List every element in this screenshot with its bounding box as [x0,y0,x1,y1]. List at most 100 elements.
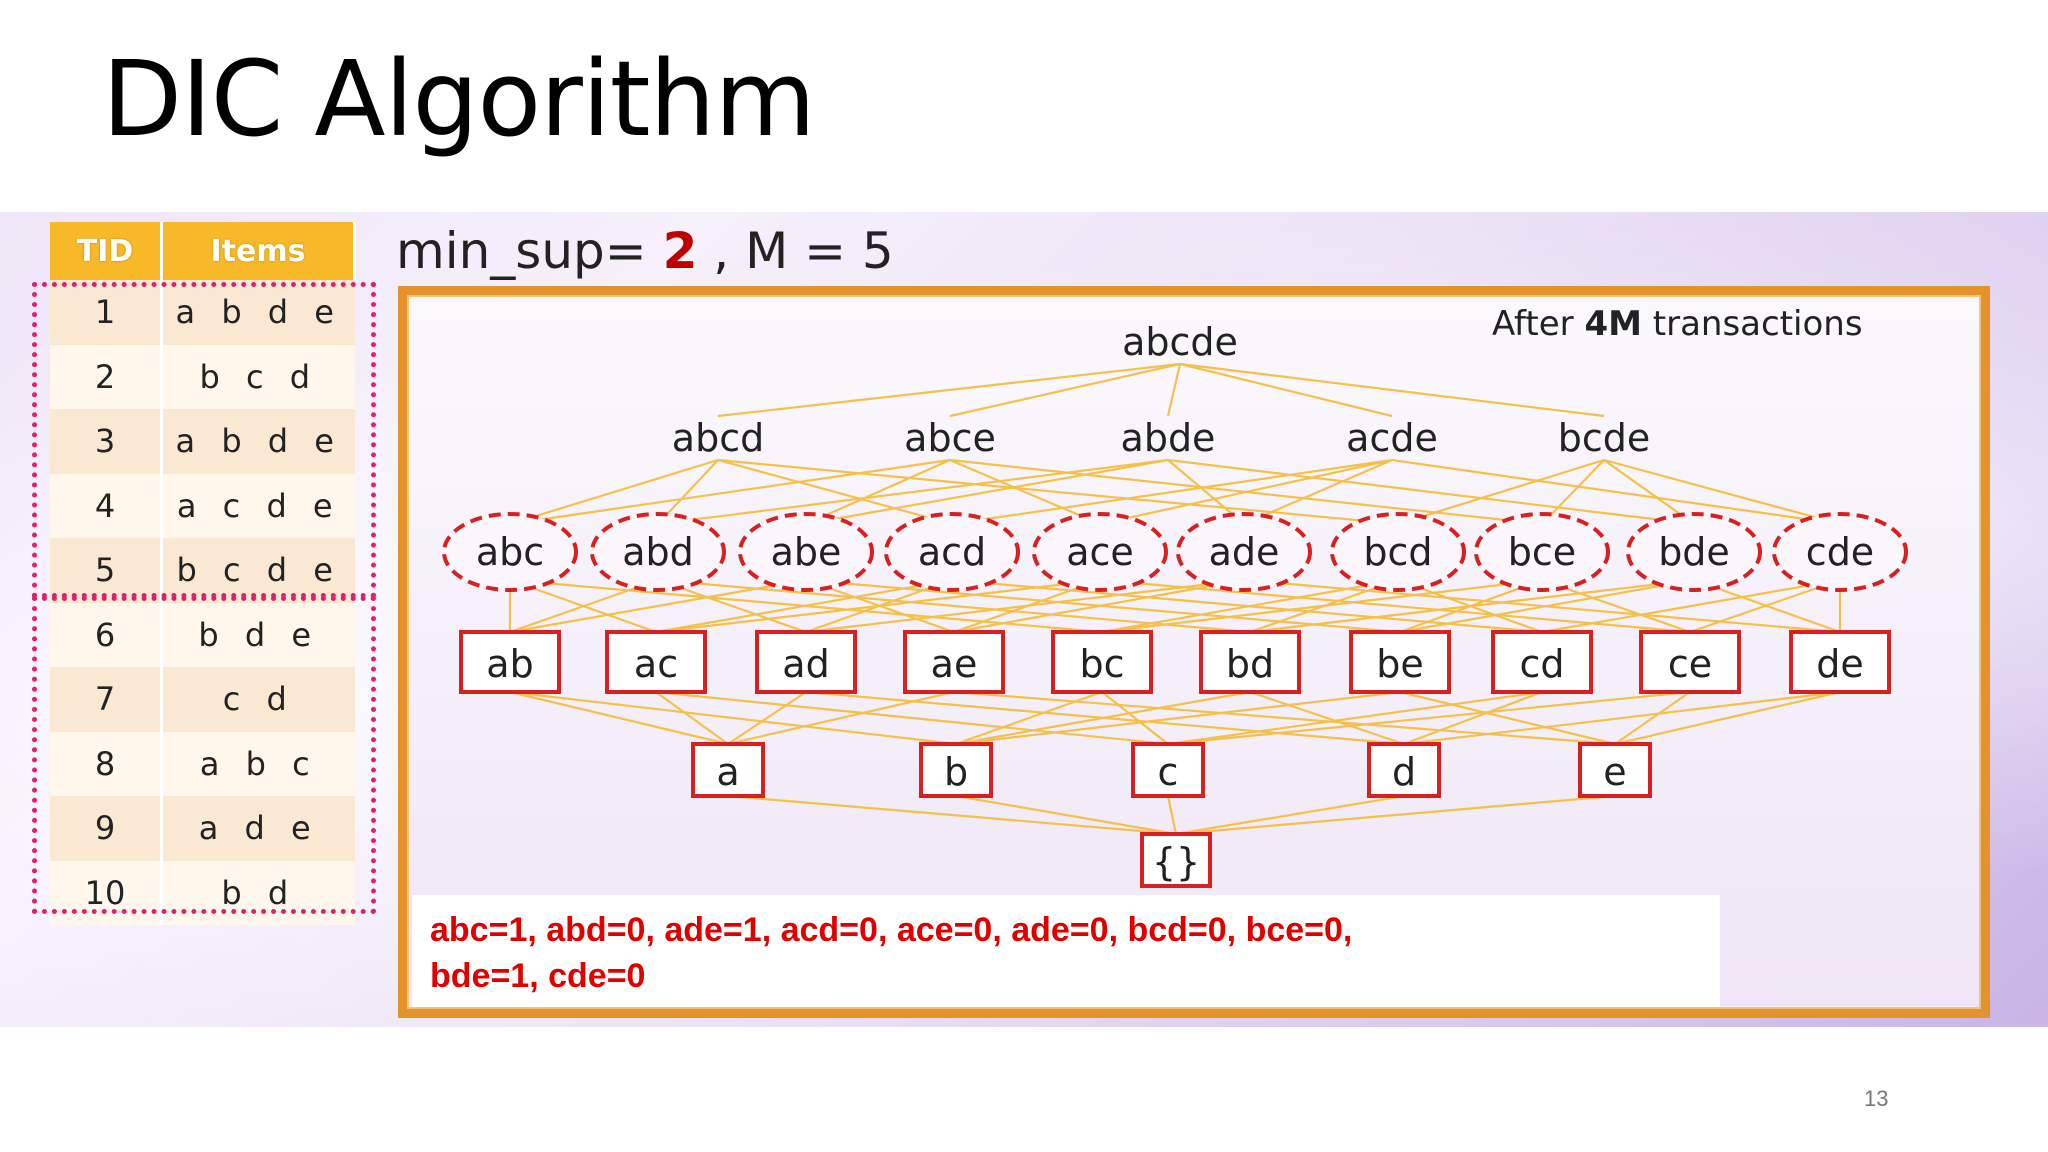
itemset-label: abde [1121,416,1216,460]
itemset-label: abcd [672,416,764,460]
itemset-label: abcde [1122,320,1238,364]
itemset-label: bd [1226,642,1274,686]
lattice-edge [1167,458,1695,526]
lattice-edge [1403,690,1543,746]
tid-cell: 3 [50,409,163,474]
lattice-edge [509,458,719,526]
items-cell: a b d e [161,409,355,474]
m-value: , M = 5 [713,222,894,280]
itemset-label: a [716,750,739,794]
note-suffix: transactions [1641,304,1863,344]
itemset-box [755,630,857,694]
lattice-edge [1403,690,1841,746]
itemset-label: ace [1066,530,1134,574]
lattice-edge [727,691,807,745]
page-number: 13 [1864,1086,1889,1111]
lattice-edge [1399,690,1616,746]
tid-cell: 9 [50,796,163,861]
items-cell: a b c [161,731,355,796]
lattice-edge [1243,458,1393,526]
lattice-edge [951,578,1543,634]
itemset-label: b [944,750,968,794]
itemset-label: d [1392,750,1416,794]
candidate-itemset-circle [1772,512,1908,592]
note-prefix: After [1492,304,1585,344]
lattice-edge [655,690,1169,746]
itemset-label: acd [918,530,986,574]
itemset-box [459,630,561,694]
candidate-itemset-circle [1032,512,1168,592]
lattice-edge [717,362,1181,418]
itemset-box [903,630,1005,694]
lattice-edges [508,362,1842,836]
itemset-label: abce [904,416,996,460]
itemset-box [1051,630,1153,694]
items-cell: b c d e [161,538,355,603]
itemset-label: bce [1508,530,1576,574]
lattice-edge [1391,458,1841,526]
lattice-edge [1175,794,1616,836]
itemset-label: ade [1209,530,1280,574]
lattice-edge [955,794,1177,836]
counts-line-1: abc=1, abd=0, ade=1, acd=0, ace=0, ade=0… [430,911,1353,949]
lattice-edge [805,578,1401,634]
lattice-edge [509,690,729,746]
itemset-label: be [1376,642,1424,686]
candidate-itemset-circle [1626,512,1762,592]
lattice-edge [1099,578,1691,634]
itemset-label: e [1603,750,1626,794]
items-cell: a d e [161,796,355,861]
lattice-edge [1614,691,1691,745]
lattice-edge [1179,362,1605,418]
lattice-edge [655,691,729,745]
lattice-edge [1397,458,1605,526]
tid-cell: 6 [50,602,163,667]
tid-cell: 2 [50,344,163,409]
tid-cell: 1 [50,280,163,345]
lattice-edge [1249,578,1399,634]
itemset-box [1140,832,1212,888]
lattice-edge [805,458,1169,526]
itemset-label: bc [1079,642,1124,686]
note-bold: 4M [1584,304,1642,344]
candidate-itemset-circle [1330,512,1466,592]
lattice-edge [1166,795,1178,835]
itemset-label: acde [1346,416,1438,460]
lattice-edge [949,458,1101,526]
lattice-edge [727,794,1177,836]
itemset-box [1349,630,1451,694]
second-block-highlight [32,596,376,914]
lattice-edge [1243,578,1841,634]
lattice-edge [1175,794,1405,836]
lattice-edge [805,690,1405,746]
parameters-label: min_sup= 2 , M = 5 [396,222,894,280]
min-sup-value: 2 [662,222,698,280]
lattice-edge [657,458,1169,526]
itemset-label: ac [634,642,678,686]
after-transactions-note: After 4M transactions [1492,304,1863,344]
lattice-edge [717,458,953,526]
lattice-edge [1101,691,1169,745]
items-cell: a b d e [161,280,355,345]
itemset-label: ae [931,642,978,686]
lattice-edge [657,578,1251,634]
items-cell: a c d e [161,473,355,538]
itemset-box [691,742,765,798]
min-sup-prefix: min_sup= [396,222,647,280]
itemset-label: abd [622,530,694,574]
lattice-edge [1166,363,1182,417]
lattice-edge [509,458,951,526]
itemset-label: ad [782,642,829,686]
itemset-label: cde [1806,530,1874,574]
tid-cell: 10 [50,860,163,925]
itemset-box [1789,630,1891,694]
